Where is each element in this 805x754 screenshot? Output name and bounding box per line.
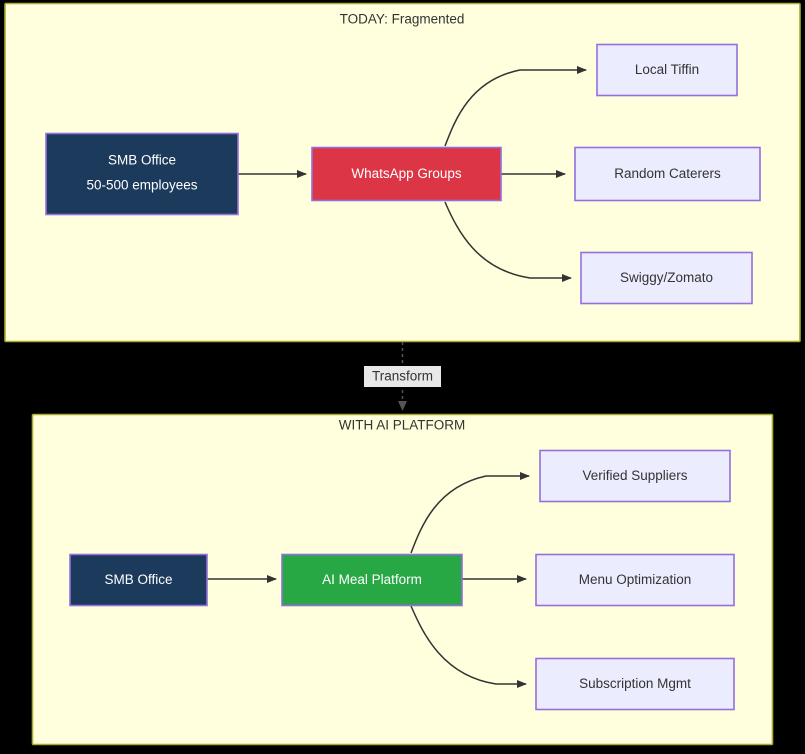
node-whatsapp-groups-rect[interactable] xyxy=(311,146,502,202)
edge-group-platform xyxy=(207,472,530,688)
edge-whatsapp-to-local-tiffin xyxy=(444,66,587,147)
node-ai-meal-platform-label: AI Meal Platform xyxy=(322,572,422,587)
edge-group-today xyxy=(238,66,587,282)
node-verified-suppliers-rect[interactable] xyxy=(539,449,731,503)
edge-today-to-platform: Transform xyxy=(364,342,441,411)
node-subscription-mgmt-label: Subscription Mgmt xyxy=(579,676,691,691)
node-verified-suppliers-label: Verified Suppliers xyxy=(582,468,687,483)
node-subscription-mgmt-rect[interactable] xyxy=(535,657,735,711)
cluster-platform-title: WITH AI PLATFORM xyxy=(339,418,466,433)
cluster-today-title: TODAY: Fragmented xyxy=(340,12,465,27)
node-swiggy-zomato-label: Swiggy/Zomato xyxy=(620,270,713,285)
edge-ai-platform-to-verified-suppliers xyxy=(410,472,530,554)
node-menu-optimization-rect[interactable] xyxy=(535,553,735,607)
node-random-caterers-label: Random Caterers xyxy=(614,166,721,181)
node-random-caterers-rect[interactable] xyxy=(574,146,761,202)
node-menu-optimization[interactable]: Menu Optimization xyxy=(535,553,735,607)
node-menu-optimization-label: Menu Optimization xyxy=(579,572,692,587)
node-local-tiffin-label: Local Tiffin xyxy=(635,62,699,77)
edge-transform-label-bg xyxy=(364,366,441,387)
node-local-tiffin-rect[interactable] xyxy=(596,43,738,97)
node-ai-meal-platform-rect[interactable] xyxy=(281,553,463,607)
edge-whatsapp-to-swiggy-zomato xyxy=(444,201,572,282)
node-smb-office-platform-rect[interactable] xyxy=(69,553,208,607)
node-local-tiffin[interactable]: Local Tiffin xyxy=(596,43,738,97)
edge-transform-label: Transform xyxy=(372,369,433,384)
node-whatsapp-groups-label: WhatsApp Groups xyxy=(351,166,462,181)
node-whatsapp-groups[interactable]: WhatsApp Groups xyxy=(311,146,502,202)
node-ai-meal-platform[interactable]: AI Meal Platform xyxy=(281,553,463,607)
node-swiggy-zomato[interactable]: Swiggy/Zomato xyxy=(580,251,753,305)
node-smb-office-today-rect[interactable] xyxy=(45,132,239,216)
node-subscription-mgmt[interactable]: Subscription Mgmt xyxy=(535,657,735,711)
node-verified-suppliers[interactable]: Verified Suppliers xyxy=(539,449,731,503)
node-smb-office-today-label-line2: 50-500 employees xyxy=(86,178,197,193)
node-smb-office-today-label-line1: SMB Office xyxy=(108,153,176,168)
node-smb-office-platform[interactable]: SMB Office xyxy=(69,553,208,607)
node-smb-office-today[interactable]: SMB Office 50-500 employees xyxy=(45,132,239,216)
node-random-caterers[interactable]: Random Caterers xyxy=(574,146,761,202)
node-smb-office-platform-label: SMB Office xyxy=(104,572,172,587)
node-swiggy-zomato-rect[interactable] xyxy=(580,251,753,305)
edge-ai-platform-to-subscription-mgmt xyxy=(410,605,527,688)
